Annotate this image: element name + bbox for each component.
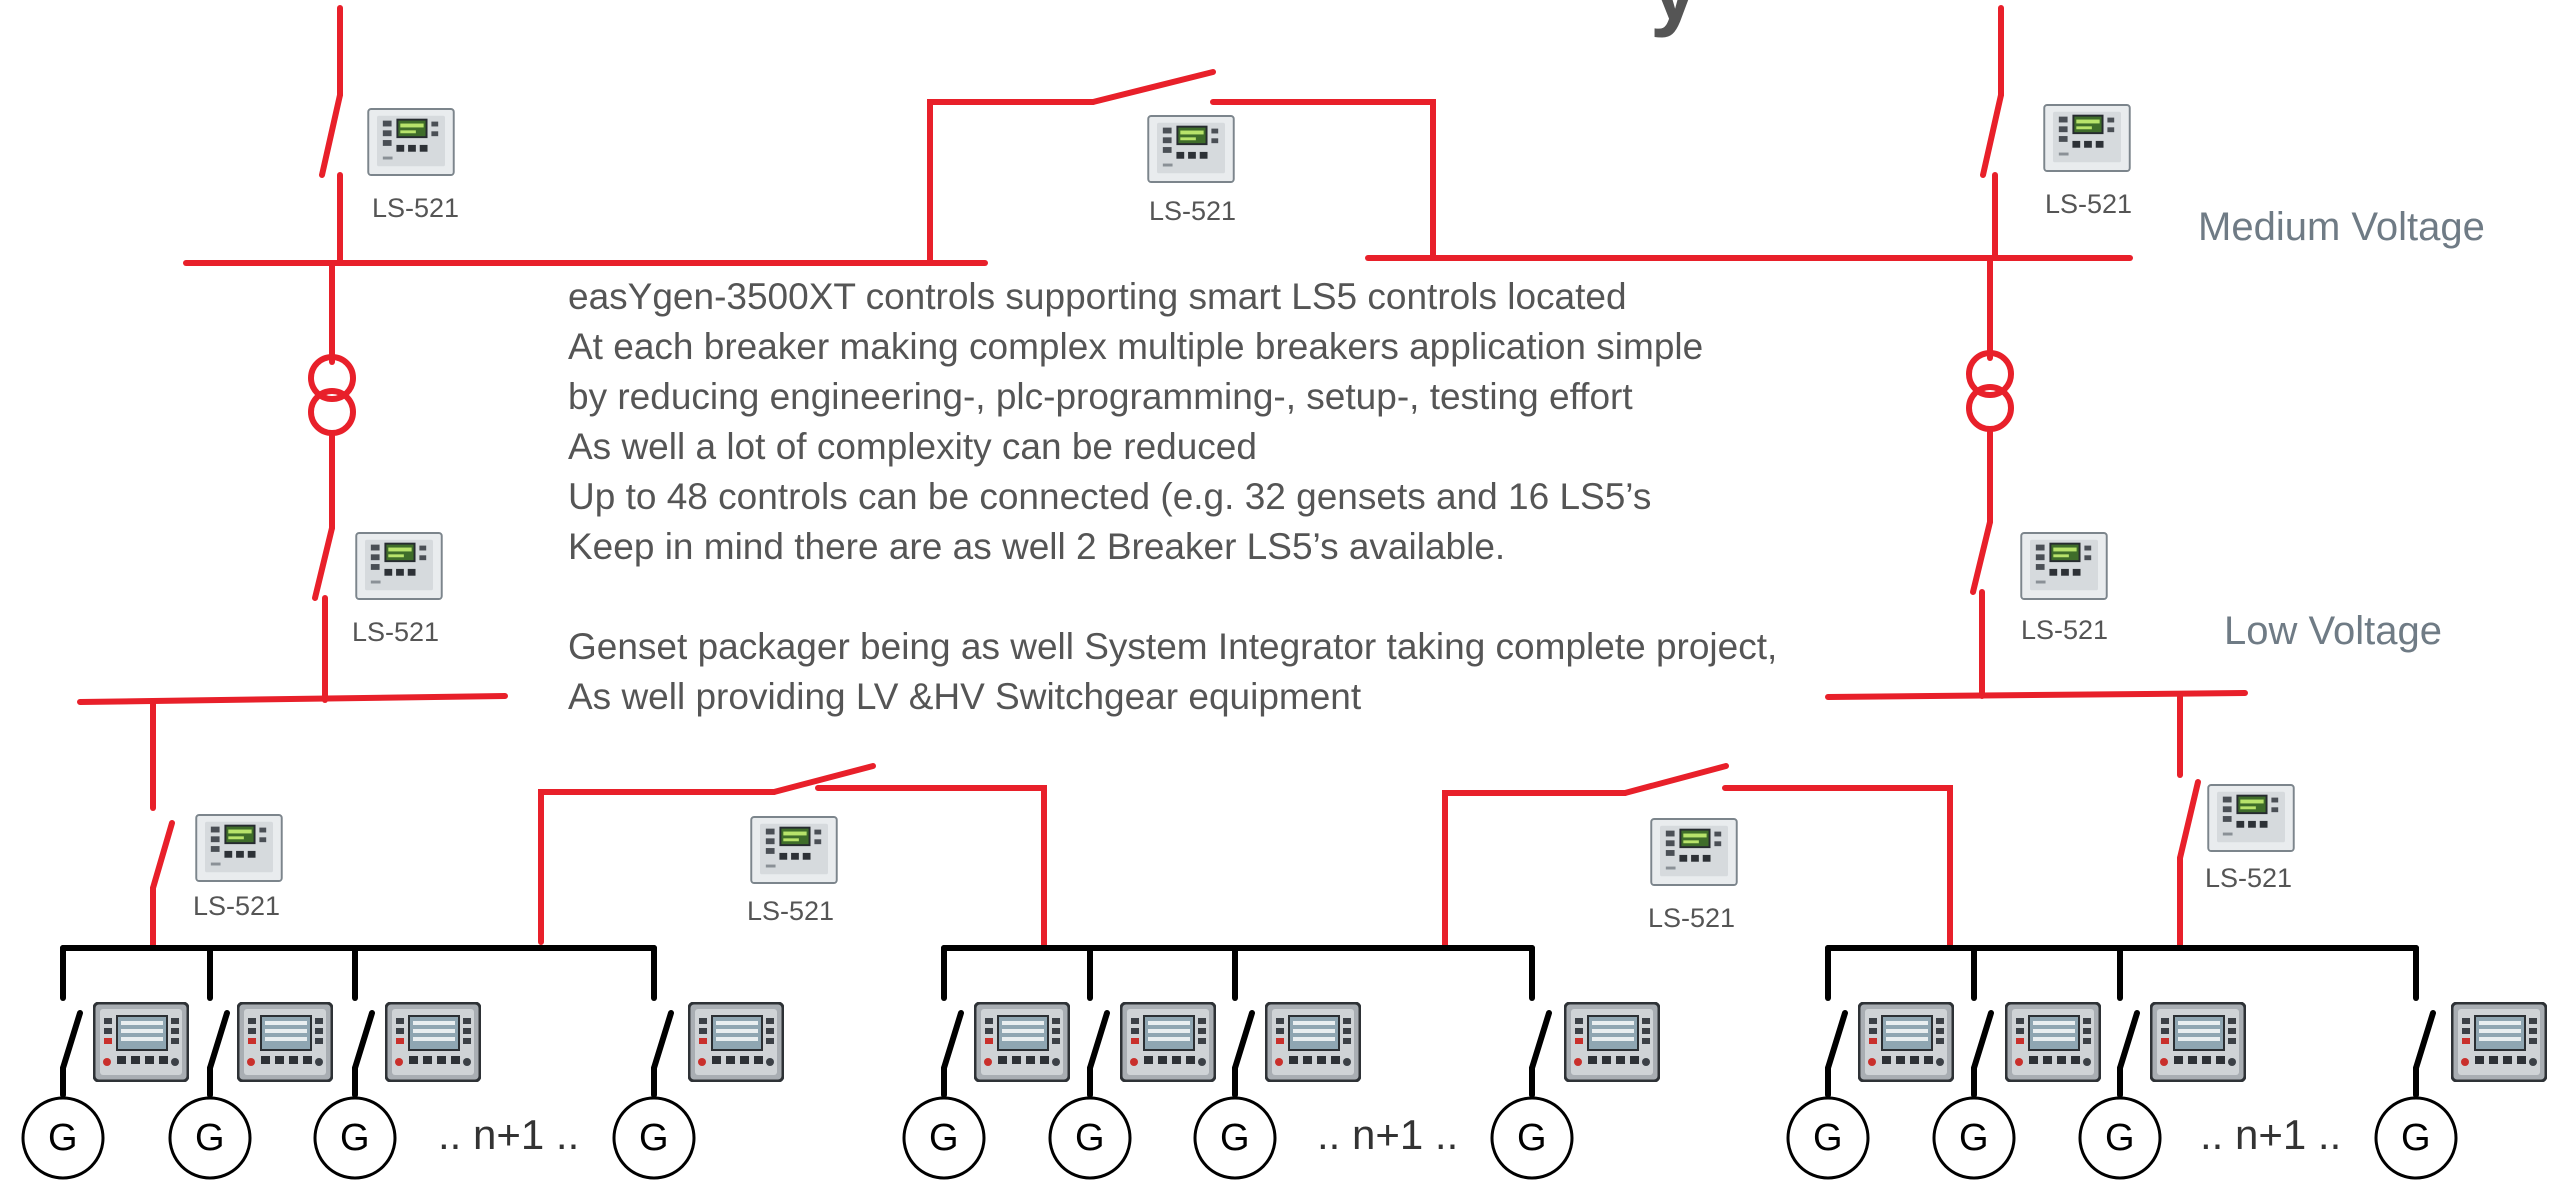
generator-letter: G — [1959, 1117, 1989, 1159]
easygen-controller-icon — [385, 1002, 481, 1082]
easygen-controller-icon — [1858, 1002, 1954, 1082]
genset-buses — [60, 945, 2436, 1098]
generator-letter: G — [195, 1117, 225, 1159]
ls-label: LS-521 — [2021, 615, 2109, 645]
mv-tie-left — [927, 99, 1096, 263]
generator-letter: G — [1075, 1117, 1105, 1159]
generator-icon — [612, 1096, 696, 1180]
generator-icon — [902, 1096, 986, 1180]
breaker-switch-icon — [60, 1010, 2436, 1098]
easygen-controller-icon — [1265, 1002, 1361, 1082]
description-text: easYgen-3500XT controls supporting smart… — [568, 272, 1777, 722]
generator-letter: G — [1220, 1117, 1250, 1159]
lv-tie-1-right — [815, 785, 1047, 951]
generator-letter: G — [48, 1117, 78, 1159]
generator-letter: G — [2401, 1117, 2431, 1159]
lv-busbar-right — [1825, 690, 2248, 700]
ls-521-controller-icon — [750, 816, 838, 884]
description-line: easYgen-3500XT controls supporting smart… — [568, 276, 1627, 317]
easygen-controller-icon — [1120, 1002, 1216, 1082]
ls-521-controller-icon — [1650, 818, 1738, 886]
generator-icon — [2374, 1096, 2458, 1180]
description-line: As well a lot of complexity can be reduc… — [568, 426, 1257, 467]
generator-icon — [2078, 1096, 2162, 1180]
title-fragment: y — [1650, 0, 1699, 40]
ls-521-controller-icon — [195, 814, 283, 882]
easygen-controller-icon — [1564, 1002, 1660, 1082]
repeat-marker: .. n+1 .. — [2200, 1111, 2342, 1158]
ls-521-controller-icon — [2043, 104, 2131, 172]
ls-label: LS-521 — [2205, 863, 2293, 893]
generator-icon — [1932, 1096, 2016, 1180]
lv-tie-1-left — [538, 789, 777, 945]
easygen-controller-icon — [2451, 1002, 2547, 1082]
generator-letter: G — [340, 1117, 370, 1159]
ls-521-controller-icon — [367, 108, 455, 176]
ls-label: LS-521 — [1648, 903, 1736, 933]
genset-controllers — [93, 1002, 2547, 1082]
ls-label: LS-521 — [1149, 196, 1237, 226]
ls-label: LS-521 — [2045, 189, 2133, 219]
easygen-controller-icon — [974, 1002, 1070, 1082]
generator-icon — [21, 1096, 105, 1180]
description-line: Keep in mind there are as well 2 Breaker… — [568, 526, 1506, 567]
integrator-line: Genset packager being as well System Int… — [568, 626, 1778, 667]
description-line: At each breaker making complex multiple … — [568, 326, 1704, 367]
low-voltage-label: Low Voltage — [2224, 609, 2442, 653]
repeat-marker: .. n+1 .. — [1317, 1111, 1459, 1158]
integrator-line: As well providing LV &HV Switchgear equi… — [568, 676, 1362, 717]
lv-tie-2-left — [1442, 790, 1628, 951]
generator-letter: G — [1517, 1117, 1547, 1159]
generator-icon — [1048, 1096, 1132, 1180]
easygen-controller-icon — [93, 1002, 189, 1082]
generator-icon — [1193, 1096, 1277, 1180]
generator-icon — [313, 1096, 397, 1180]
generator-icon — [1786, 1096, 1870, 1180]
medium-voltage-label: Medium Voltage — [2198, 205, 2485, 249]
easygen-controller-icon — [688, 1002, 784, 1082]
generator-letter: G — [929, 1117, 959, 1159]
description-line: Up to 48 controls can be connected (e.g.… — [568, 476, 1652, 517]
ls-label: LS-521 — [372, 193, 460, 223]
lv-busbar-left — [77, 693, 508, 705]
ls-521-controller-icon — [2020, 532, 2108, 600]
ls-521-controller-icon — [2207, 784, 2295, 852]
ls-label: LS-521 — [747, 896, 835, 926]
description-line: by reducing engineering-, plc-programmin… — [568, 376, 1633, 417]
ls-label: LS-521 — [193, 891, 281, 921]
ls-521-controller-icon — [1147, 115, 1235, 183]
generator-icon — [168, 1096, 252, 1180]
ls-521-controller-icon — [355, 532, 443, 600]
easygen-controller-icon — [2005, 1002, 2101, 1082]
generator-letter: G — [639, 1117, 669, 1159]
mv-lv-network — [77, 5, 2248, 951]
generator-letter: G — [1813, 1117, 1843, 1159]
easygen-controller-icon — [2150, 1002, 2246, 1082]
easygen-controller-icon — [237, 1002, 333, 1082]
generator-letter: G — [2105, 1117, 2135, 1159]
generators — [21, 1096, 2458, 1180]
mv-tie-right — [1210, 99, 1436, 258]
generator-icon — [1490, 1096, 1574, 1180]
repeat-marker: .. n+1 .. — [438, 1111, 580, 1158]
ls-label: LS-521 — [352, 617, 440, 647]
lv-tie-2-right — [1722, 785, 1953, 951]
